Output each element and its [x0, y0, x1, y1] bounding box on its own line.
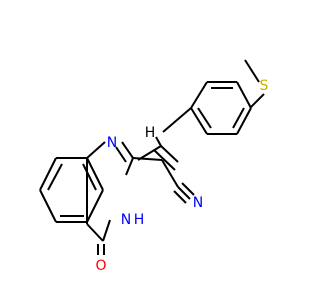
bond-cn-1 — [177, 186, 191, 200]
atom-nitrile-nitrogen: N — [193, 195, 203, 211]
bond-c2-n1-inner — [115, 146, 127, 163]
bond-ph-6 — [236, 107, 252, 135]
methylthio-group — [244, 59, 265, 109]
bond-vinyl-1 — [160, 145, 179, 163]
phenyl-ring — [190, 81, 252, 135]
nitrile-group — [161, 159, 195, 204]
atom-nitrogen-n3: N — [121, 212, 131, 228]
bond-ph-6-inner — [232, 107, 245, 129]
bond-benz-6 — [86, 157, 104, 191]
bond-benz-5 — [86, 189, 104, 223]
bond-s-aryl — [249, 93, 265, 109]
molecule-svg: S H N N N H O — [39, 59, 269, 274]
bond-benz-6-inner — [82, 163, 97, 191]
atom-nitrogen-n1: N — [107, 135, 117, 151]
bond-vinyl-double — [153, 149, 176, 171]
bond-benz-2 — [39, 157, 57, 191]
bond-c2-n1 — [121, 141, 134, 159]
molecule-diagram: S H N N N H O — [39, 59, 269, 274]
bond-cn-3 — [173, 190, 187, 204]
bond-c-cn — [161, 159, 179, 188]
bond-cn-2 — [181, 182, 195, 196]
bond-ph-3 — [190, 81, 208, 109]
bond-aryl-vinylCH — [162, 107, 192, 133]
atom-sulfur: S — [260, 78, 269, 94]
bond-ph-4 — [190, 107, 208, 135]
bond-c4-c4a — [86, 223, 104, 242]
atom-vinyl-hydrogen: H — [145, 125, 156, 141]
bond-ch3-s — [244, 59, 260, 83]
quinazolinone-core — [39, 141, 163, 255]
bond-ph-1 — [236, 81, 252, 109]
bond-vinyl-h — [155, 136, 162, 147]
bond-c2-n3 — [125, 157, 134, 176]
bond-c2-link — [132, 157, 163, 161]
atom-hydrogen-on-n3: H — [134, 212, 145, 228]
bond-n1-c8a — [86, 141, 106, 159]
bond-c4-n3 — [102, 219, 111, 242]
atom-oxygen: O — [95, 258, 106, 274]
bond-benz-3 — [39, 189, 57, 223]
bond-ph-4-inner — [197, 107, 212, 129]
bond-benz-2-inner — [47, 163, 63, 191]
